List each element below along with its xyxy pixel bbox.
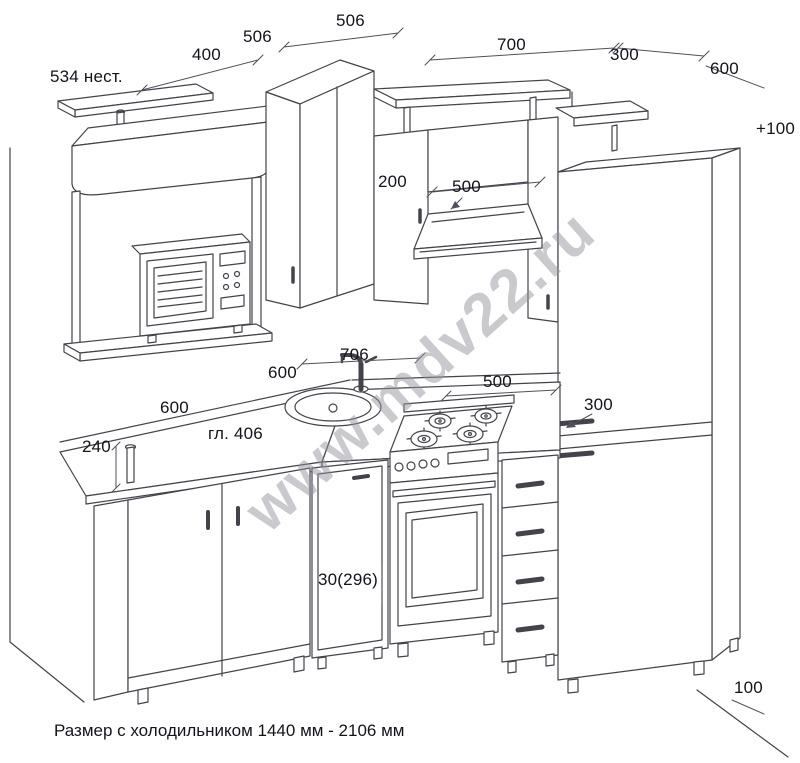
dim-counter-706: 706 (340, 345, 369, 364)
sink (284, 353, 382, 427)
sink-base-cabinet (311, 459, 389, 670)
dimension-lines (111, 27, 765, 715)
dim-plinth-30-296: 30(296) (318, 570, 378, 589)
counter-post (124, 444, 137, 484)
upper-cabinets-right (373, 116, 559, 323)
room-walls (9, 147, 789, 758)
fridge (553, 147, 741, 694)
fridge-handle-bottom (553, 450, 595, 459)
base-cabinets-left (93, 467, 311, 705)
top-shelf-right (373, 79, 649, 152)
microwave-display (219, 250, 246, 267)
burners (406, 405, 502, 451)
dim-top-506-right: 506 (336, 11, 365, 30)
dim-top-600: 600 (710, 59, 739, 78)
size-note: Размер с холодильником 1440 мм - 2106 мм (54, 721, 405, 740)
oven-handle (392, 480, 496, 498)
dim-counter-600-upper: 600 (268, 363, 297, 382)
dim-left-240: 240 (82, 437, 111, 456)
dim-hood-gap-200: 200 (378, 172, 407, 191)
dim-counter-depth-406: гл. 406 (208, 424, 263, 443)
dim-bottom-100: 100 (734, 678, 763, 697)
dim-top-506-left: 506 (243, 27, 272, 46)
dim-counter-600-lower: 600 (160, 398, 189, 417)
gas-stove (389, 394, 515, 658)
dim-counter-500: 500 (483, 372, 512, 391)
dim-plus-100: +100 (756, 119, 796, 138)
dim-fridge-300: 300 (584, 395, 613, 414)
microwave (131, 233, 251, 344)
drawer-unit (501, 454, 559, 674)
wall-shelf-left (57, 83, 214, 134)
corner-upper-cabinet (265, 59, 375, 309)
microwave-niche (63, 176, 273, 362)
dim-top-400: 400 (192, 45, 221, 64)
dim-top-700: 700 (497, 35, 526, 54)
dim-shelf-534: 534 нест. (50, 67, 123, 86)
cooker-hood (413, 203, 543, 260)
dim-top-300: 300 (610, 45, 639, 64)
dim-hood-width-500: 500 (452, 177, 481, 196)
fridge-handle-top (553, 418, 595, 427)
